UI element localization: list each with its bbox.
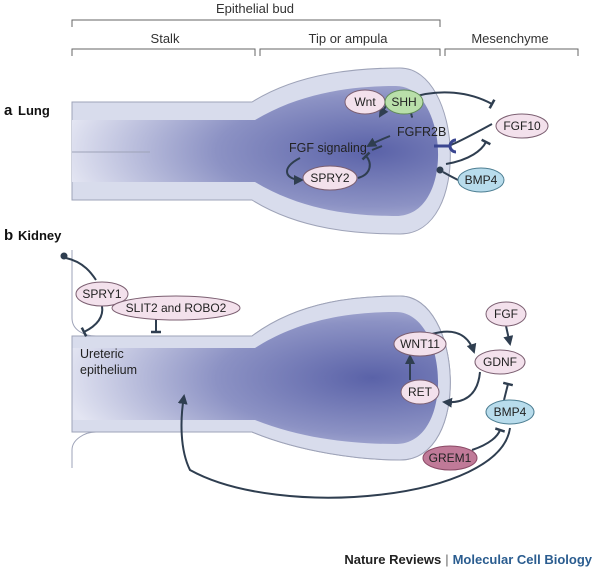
lung-panel-name: Lung <box>18 103 50 118</box>
tip-bracket <box>259 48 441 56</box>
kidney-slit-robo-label: SLIT2 and ROBO2 <box>126 301 227 315</box>
header-tip: Tip or ampula <box>309 31 389 46</box>
kidney-fgf-label: FGF <box>494 307 518 321</box>
gdnf-to-ret-arrow <box>442 371 481 408</box>
fgf-signaling-to-spry2-arrow <box>286 157 304 185</box>
spry1-inhibits-stalk <box>80 305 104 338</box>
lung-wnt-label: Wnt <box>354 95 376 109</box>
bmp4-inhibits-fgf10 <box>445 138 492 165</box>
wnt11-to-gdnf-arrow <box>431 330 477 354</box>
lung-fgf10-label: FGF10 <box>503 119 541 133</box>
header-mesenchyme: Mesenchyme <box>471 31 548 46</box>
grem1-inhibits-bmp4 <box>471 427 506 451</box>
kidney-panel-letter: b <box>4 227 13 244</box>
lung-bmp4-label: BMP4 <box>465 173 498 187</box>
kidney-gdnf-label: GDNF <box>483 355 517 369</box>
kidney-grem1-label: GREM1 <box>429 451 472 465</box>
lung-bmp4-link <box>442 171 459 181</box>
lung-bmp4-origin-dot <box>436 166 444 174</box>
header: Epithelial bud Stalk Tip or ampula Mesen… <box>71 1 579 56</box>
lung-bmp4-node <box>457 167 505 193</box>
fgfr2b-stub <box>371 145 383 151</box>
kidney-bmp4-node <box>485 399 535 425</box>
lung-shh-label: SHH <box>391 95 416 109</box>
lung-panel-letter: a <box>4 102 13 119</box>
bud-bracket <box>71 19 441 27</box>
lung-fgf10-node <box>495 113 549 139</box>
lung-fgf-signaling-label: FGF signaling <box>289 141 367 155</box>
spry1-origin-dot <box>60 252 68 260</box>
fgf-to-gdnf-arrow <box>503 325 514 346</box>
lung-shh-node <box>384 89 424 115</box>
kidney-spry1-node <box>75 281 129 307</box>
kidney-wnt11-label: WNT11 <box>400 337 440 351</box>
kidney-grem1-node <box>422 445 478 471</box>
journal-footer: Nature Reviews|Molecular Cell Biology <box>344 552 592 567</box>
kidney-panel-name: Kidney <box>18 228 62 243</box>
journal-name: Nature Reviews <box>344 552 442 567</box>
header-title: Epithelial bud <box>216 1 294 16</box>
kidney-ureteric-label-2: epithelium <box>80 363 137 377</box>
kidney-bud-inner <box>72 312 439 444</box>
kidney-ret-node <box>400 379 440 405</box>
stalk-bracket <box>71 48 256 56</box>
journal-subtitle: Molecular Cell Biology <box>452 552 592 567</box>
lung-panel: a Lung Wnt SHH FGFR2B FGF signaling SPRY… <box>4 67 549 235</box>
kidney-fgf-node <box>485 301 527 327</box>
lung-spry2-label: SPRY2 <box>310 171 349 185</box>
lung-fgfr2b-label: FGFR2B <box>397 125 446 139</box>
spry1-origin-link <box>65 257 97 281</box>
bmp4-to-ureteric-arrow <box>177 394 511 499</box>
journal-separator: | <box>445 552 449 567</box>
bmp4-inhibits-gdnf <box>502 381 514 401</box>
lung-spry2-node <box>302 165 358 191</box>
kidney-wnt11-node <box>393 331 447 357</box>
kidney-ret-label: RET <box>408 385 433 399</box>
header-stalk: Stalk <box>151 31 180 46</box>
kidney-ureteric-label-1: Ureteric <box>80 347 124 361</box>
kidney-gdnf-node <box>474 349 526 375</box>
kidney-slit-robo-node <box>111 295 241 321</box>
kidney-panel: b Kidney SPRY1 SLIT2 and ROBO2 Ureteric … <box>4 227 535 499</box>
spry2-inhibits-fgf-signaling <box>357 151 371 179</box>
fgfr2b-to-fgf-signaling-arrow <box>366 135 391 147</box>
kidney-spry1-label: SPRY1 <box>82 287 121 301</box>
mesenchyme-bracket <box>444 48 579 56</box>
receptor-cup <box>448 138 457 154</box>
kidney-bmp4-label: BMP4 <box>494 405 527 419</box>
